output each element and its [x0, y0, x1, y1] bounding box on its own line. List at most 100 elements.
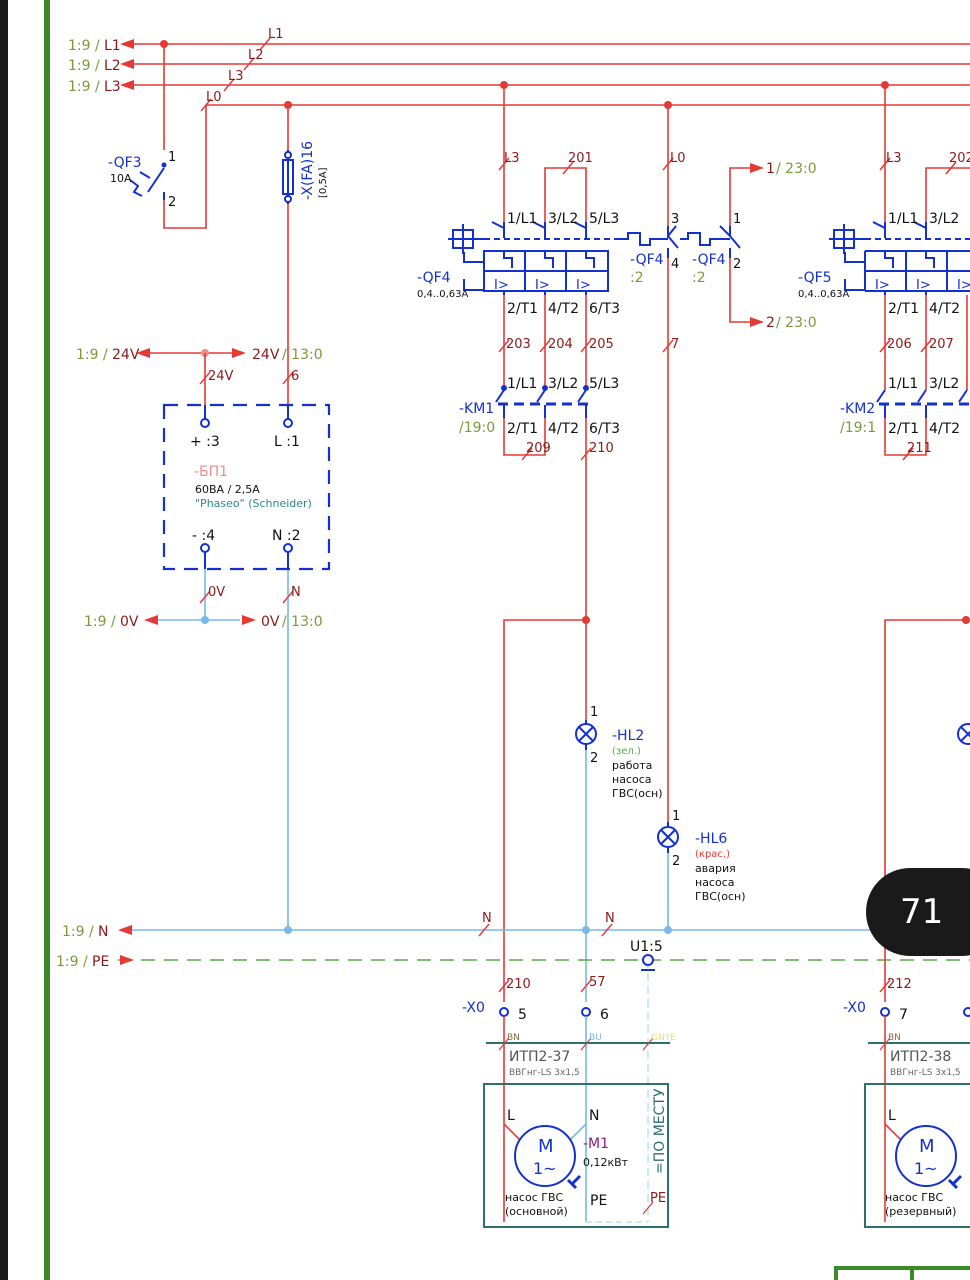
km1-wire-7: 7 [671, 337, 679, 352]
km2-term-3l2: 3/L2 [929, 376, 959, 392]
power-supply-box [162, 403, 331, 571]
hl2-pin1: 1 [590, 705, 598, 720]
m2-symbol-phase: 1~ [914, 1159, 938, 1178]
n-wire-1: N [482, 911, 492, 926]
qf4-aux-pin2: 2 [733, 257, 741, 272]
km2-wire-211: 211 [907, 441, 932, 456]
km2-term-1l1: 1/L1 [888, 376, 918, 392]
hl6-desc-2: насоса [695, 876, 735, 889]
ps-0v-out-ref: / 13:0 [282, 614, 323, 630]
cable-core-bn: BN [507, 1033, 520, 1043]
m1-name: -M1 [583, 1136, 609, 1152]
m1-terminal-n: N [589, 1108, 599, 1124]
motor-m1-box [483, 1083, 669, 1228]
qf4-aux-name-1: -QF4 [630, 252, 664, 268]
hl-reserve-lamp-partial [957, 723, 970, 745]
qf5-term-4t2: 4/T2 [929, 301, 960, 317]
bus-l3-ref: 1:9 / [68, 79, 100, 95]
bus-l1-label: L1 [104, 38, 121, 54]
terminal-x0-1 [486, 979, 670, 1222]
bus-l1-tick-label: L1 [268, 27, 284, 42]
qf4-aux-pin3: 3 [671, 212, 679, 227]
qf4-trip-2: I> [535, 278, 550, 293]
ps-in-ref: 1:9 / [76, 347, 108, 363]
frame-border-left [44, 0, 50, 1280]
ps-minus-terminal: - :4 [192, 528, 215, 544]
n-bus [118, 923, 970, 937]
qf4-out-arrows [582, 163, 764, 624]
ps-out-24v: 24V [252, 347, 280, 363]
qf5-circuit-wires [879, 85, 970, 1002]
hl2-name: -HL2 [612, 728, 644, 744]
pe-u15: U1:5 [630, 939, 663, 955]
km1-wire-204: 204 [548, 337, 573, 352]
ps-in-24v: 24V [112, 347, 140, 363]
qf4-aux-ref-2: :2 [692, 270, 706, 286]
bus-l0-tick-label: L0 [206, 90, 222, 105]
bus-l1-ref: 1:9 / [68, 38, 100, 54]
fuse-name: -X(FA)16 [300, 141, 316, 200]
hl6-desc-3: ГВС(осн) [695, 890, 746, 903]
n-wire-2: N [605, 911, 615, 926]
qf4-aux-name-2: -QF4 [692, 252, 726, 268]
qf4-aux-pin4: 4 [671, 257, 679, 272]
pe-bus-ref: 1:9 / [56, 954, 88, 970]
hl2-desc-3: ГВС(осн) [612, 787, 663, 800]
ps-wire-24v: 24V [208, 369, 234, 384]
hl2-lamp [575, 720, 597, 1002]
qf5-term-1l1: 1/L1 [888, 211, 918, 227]
m1-power: 0,12кВт [583, 1156, 629, 1169]
bus-l2-label: L2 [104, 58, 121, 74]
qf4-trip-1: I> [494, 278, 509, 293]
qf4-trip-3: I> [576, 278, 591, 293]
ps-plus-terminal: + :3 [190, 434, 220, 450]
m2-desc-1: насос ГВС [885, 1191, 944, 1204]
cable-2-core-bn: BN [888, 1033, 901, 1043]
m1-desc-2: (основной) [505, 1205, 568, 1218]
qf4-circuit-wires [503, 85, 752, 1002]
title-block-corner [834, 1266, 970, 1280]
km1-term-3l2: 3/L2 [548, 376, 578, 392]
km1-term-1l1: 1/L1 [507, 376, 537, 392]
m2-symbol-m: M [919, 1136, 935, 1157]
qf5-trip-3: I> [957, 278, 970, 293]
km1-term-2t1: 2/T1 [507, 421, 538, 437]
m2-desc-2: (резервный) [885, 1205, 956, 1218]
x0-2-terminal-7: 7 [899, 1007, 908, 1023]
qf3-breaker [129, 44, 207, 229]
qf3-pin2: 2 [168, 195, 176, 210]
qf4-term-2t1: 2/T1 [507, 301, 538, 317]
ps-out-ref: / 13:0 [282, 347, 323, 363]
cable-core-bu: BU [589, 1033, 602, 1043]
fuse-xfa16 [282, 105, 294, 420]
power-supply-wires [136, 348, 294, 930]
left-dark-edge [0, 0, 8, 1280]
qf5-junction [962, 616, 970, 624]
cable-core-gnye: GNYE [651, 1033, 676, 1043]
x0-wire-57: 57 [589, 975, 606, 990]
x0-terminal-5: 5 [518, 1007, 527, 1023]
ps-0v-out: 0V [261, 614, 280, 630]
m1-desc-1: насос ГВС [505, 1191, 564, 1204]
hl6-name: -HL6 [695, 831, 727, 847]
km1-name: -KM1 [459, 401, 494, 417]
qf4-term-1l1: 1/L1 [507, 211, 537, 227]
qf4-out1-ref: / 23:0 [776, 161, 817, 177]
ps-0v-in: 0V [120, 614, 139, 630]
m2-terminal-l: L [888, 1108, 896, 1124]
qf5-term-2t1: 2/T1 [888, 301, 919, 317]
km1-wire-205: 205 [589, 337, 614, 352]
qf4-name: -QF4 [417, 270, 451, 286]
ps-name: -БП1 [194, 464, 228, 480]
ps-spec: 60ВА / 2,5А [195, 483, 260, 496]
hl2-desc-2: насоса [612, 773, 652, 786]
km1-ref: /19:0 [459, 420, 495, 436]
x0-2-wire-212: 212 [887, 977, 912, 992]
hl6-color: (крас.) [695, 849, 730, 860]
qf5-trip-1: I> [875, 278, 890, 293]
bus-l2-ref: 1:9 / [68, 58, 100, 74]
m1-symbol-phase: 1~ [533, 1159, 557, 1178]
qf4-out2-ref: / 23:0 [776, 315, 817, 331]
ps-wire-n: N [291, 585, 301, 600]
qf5-term-3l2: 3/L2 [929, 211, 959, 227]
